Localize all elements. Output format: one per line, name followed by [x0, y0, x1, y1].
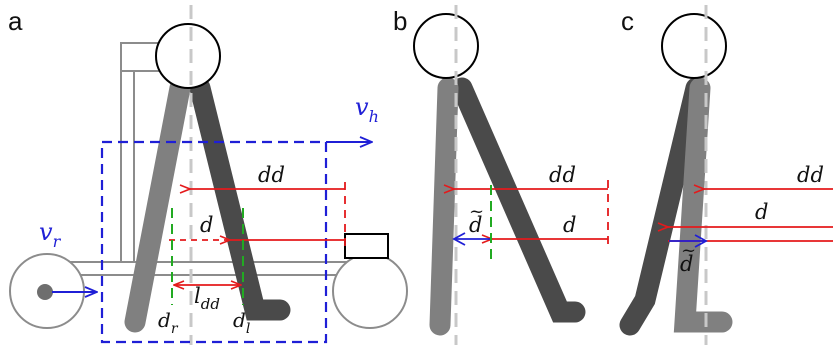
dtilde-label-c: d: [680, 252, 693, 276]
dtilde-arrowhead-c: [694, 234, 708, 248]
leg-light: [124, 77, 191, 333]
head-c: [661, 13, 727, 79]
sensing-area: [100, 140, 328, 344]
leg-dark: [189, 77, 291, 321]
dd-label-b: dd: [549, 163, 576, 187]
panel-a: a vh vr: [8, 5, 408, 345]
vr-label: vr: [39, 218, 62, 251]
legs-c: [619, 77, 733, 336]
legs-b: [429, 77, 586, 336]
dr-label: dr: [158, 308, 179, 337]
head-b: [413, 13, 479, 79]
panel-a-label: a: [8, 6, 23, 36]
dd-label-c: dd: [797, 163, 824, 187]
vh-label: vh: [355, 93, 379, 126]
head-a: [155, 23, 221, 89]
d-label-b: d: [563, 213, 576, 237]
legs-a: [124, 77, 291, 333]
leg-light-c: [673, 77, 733, 333]
dtilde-label-b: d: [469, 213, 482, 237]
ldd-label: ldd: [194, 284, 220, 313]
walker-wheel-right: [332, 253, 408, 329]
leg-dark-c: [619, 77, 707, 336]
panel-c: c dd d d ~: [619, 5, 833, 345]
d-label-c: d: [755, 200, 768, 224]
tilde-mark-c: ~: [681, 240, 696, 261]
tilde-mark-b: ~: [469, 201, 484, 222]
wheel-hub: [37, 284, 53, 300]
panel-c-label: c: [621, 6, 634, 36]
sensor-box: [344, 233, 389, 259]
leg-light-b: [429, 77, 459, 336]
dl-label: dl: [233, 308, 250, 337]
dtilde-arrowhead-b: [452, 232, 466, 246]
panel-b: b dd d d ~: [393, 5, 609, 345]
leg-dark-b: [451, 77, 586, 323]
d-label: d: [200, 213, 213, 237]
dd-label: dd: [258, 163, 285, 187]
panel-b-label: b: [393, 6, 407, 36]
